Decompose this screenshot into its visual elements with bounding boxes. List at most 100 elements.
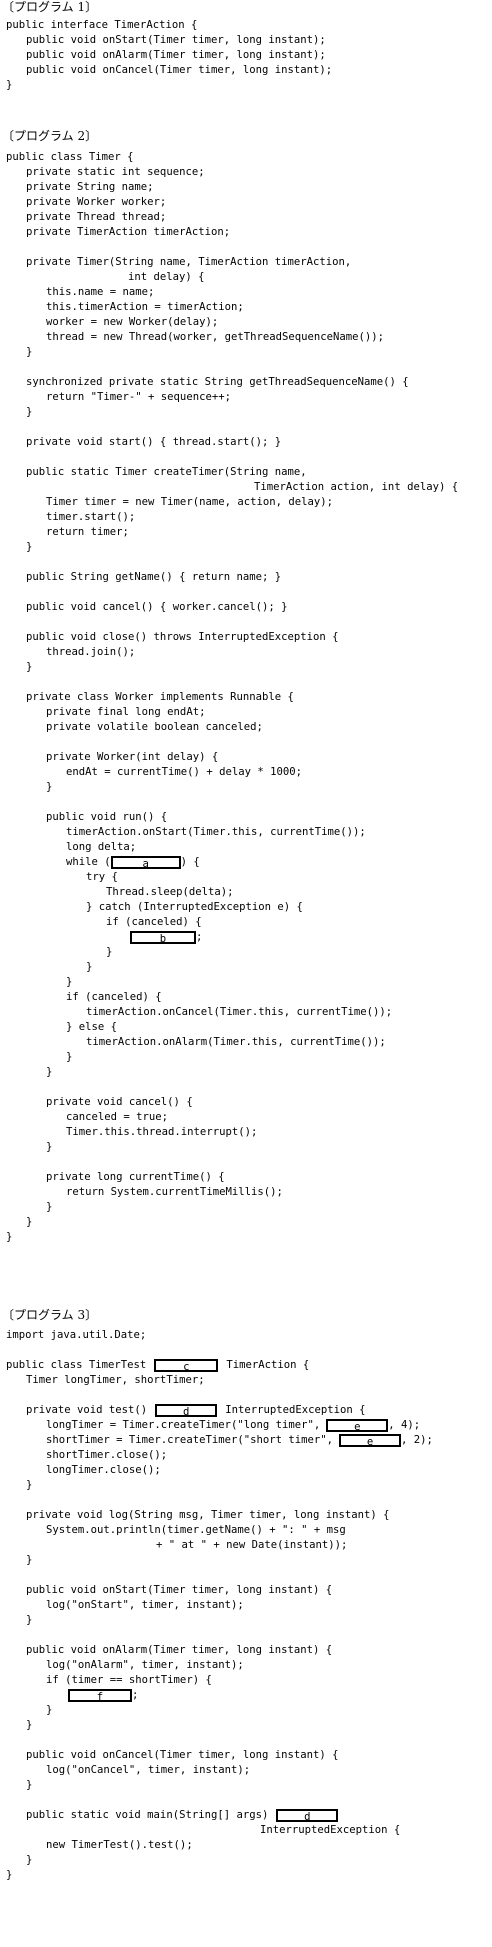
- code-line: }: [26, 1854, 33, 1866]
- code-line: Timer timer = new Timer(name, action, de…: [46, 496, 334, 508]
- code-line: thread.join();: [46, 646, 136, 658]
- code-line: private void log(String msg, Timer timer…: [26, 1509, 390, 1521]
- code-text: , 4);: [388, 1419, 421, 1431]
- code-line: }: [6, 79, 13, 91]
- code-line: if (canceled) {: [106, 916, 202, 928]
- code-line: TimerAction action, int delay) {: [254, 481, 459, 493]
- code-line: }: [26, 1719, 33, 1731]
- code-line: private Worker(int delay) {: [46, 751, 219, 763]
- code-line: }: [6, 1869, 13, 1881]
- code-line: shortTimer.close();: [46, 1449, 168, 1461]
- code-text: public class TimerTest: [6, 1359, 147, 1371]
- code-line: private TimerAction timerAction;: [26, 226, 231, 238]
- code-line: public class Timer {: [6, 151, 134, 163]
- code-line: shortTimer = Timer.createTimer("short ti…: [46, 1433, 433, 1448]
- code-line: return System.currentTimeMillis();: [66, 1186, 283, 1198]
- code-line: public void cancel() { worker.cancel(); …: [26, 601, 288, 613]
- code-line: }: [46, 1201, 53, 1213]
- code-line: }: [46, 1066, 53, 1078]
- code-line: public void onStart(Timer timer, long in…: [26, 1584, 333, 1596]
- code-line: log("onStart", timer, instant);: [46, 1599, 244, 1611]
- code-line: timerAction.onStart(Timer.this, currentT…: [66, 826, 366, 838]
- code-line: timerAction.onAlarm(Timer.this, currentT…: [86, 1036, 386, 1048]
- code-line: int delay) {: [128, 271, 205, 283]
- code-line: }: [106, 946, 113, 958]
- code-line: }: [66, 1051, 73, 1063]
- code-line: log("onAlarm", timer, instant);: [46, 1659, 244, 1671]
- code-line: }: [6, 1231, 13, 1243]
- code-line: }: [86, 961, 93, 973]
- code-line: public void onCancel(Timer timer, long i…: [26, 64, 333, 76]
- code-line: private void test() d InterruptedException…: [26, 1403, 366, 1418]
- code-line: this.timerAction = timerAction;: [46, 301, 244, 313]
- code-line: canceled = true;: [66, 1111, 169, 1123]
- code-text: ) {: [180, 856, 200, 868]
- code-line: } else {: [66, 1021, 118, 1033]
- code-line: public String getName() { return name; }: [26, 571, 282, 583]
- program-1-heading: 〔プログラム 1〕: [2, 0, 98, 14]
- code-line: } catch (InterruptedException e) {: [86, 901, 303, 913]
- code-line: timer.start();: [46, 511, 136, 523]
- code-line: this.name = name;: [46, 286, 155, 298]
- code-line: }: [26, 1554, 33, 1566]
- code-text: , 2);: [401, 1434, 433, 1446]
- code-line: private class Worker implements Runnable…: [26, 691, 294, 703]
- code-line: private volatile boolean canceled;: [46, 721, 263, 733]
- code-line: public static void main(String[] args) d: [26, 1808, 339, 1823]
- program-2-heading: 〔プログラム 2〕: [2, 129, 98, 143]
- code-line: f;: [68, 1688, 138, 1703]
- code-line: }: [46, 1141, 53, 1153]
- code-line: }: [26, 346, 33, 358]
- code-line: public void onAlarm(Timer timer, long in…: [26, 49, 326, 61]
- code-line: try {: [86, 871, 118, 883]
- blank-b-box: b: [130, 931, 196, 945]
- code-line: }: [26, 1479, 33, 1491]
- code-text: longTimer = Timer.createTimer("long time…: [46, 1419, 321, 1431]
- code-line: longTimer.close();: [46, 1464, 161, 1476]
- code-line: public void onStart(Timer timer, long in…: [26, 34, 326, 46]
- code-line: Timer longTimer, shortTimer;: [26, 1374, 205, 1386]
- code-line: synchronized private static String getTh…: [26, 376, 409, 388]
- code-text: InterruptedException {: [225, 1404, 366, 1416]
- blank-d-box: d: [155, 1404, 218, 1418]
- code-line: new TimerTest().test();: [46, 1839, 193, 1851]
- code-text: public static void main(String[] args): [26, 1809, 269, 1821]
- code-line: if (canceled) {: [66, 991, 162, 1003]
- code-line: timerAction.onCancel(Timer.this, current…: [86, 1006, 393, 1018]
- blank-f-box: f: [68, 1689, 132, 1703]
- code-text: ;: [132, 1689, 139, 1701]
- code-text: shortTimer = Timer.createTimer("short ti…: [46, 1434, 334, 1446]
- code-line: }: [26, 406, 33, 418]
- code-line: Thread.sleep(delta);: [106, 886, 234, 898]
- code-line: public interface TimerAction {: [6, 19, 198, 31]
- code-line: }: [26, 1614, 33, 1626]
- blank-a-box: a: [110, 856, 181, 870]
- blank-d-box: d: [276, 1809, 339, 1823]
- code-line: }: [46, 1704, 53, 1716]
- code-line: }: [46, 781, 53, 793]
- code-line: private String name;: [26, 181, 154, 193]
- code-line: public void onAlarm(Timer timer, long in…: [26, 1644, 333, 1656]
- code-line: private long currentTime() {: [46, 1171, 225, 1183]
- code-line: }: [26, 1216, 33, 1228]
- code-line: endAt = currentTime() + delay * 1000;: [66, 766, 302, 778]
- code-text: private void test(): [26, 1404, 148, 1416]
- code-line: InterruptedException {: [260, 1824, 401, 1836]
- code-line: Timer.this.thread.interrupt();: [66, 1126, 258, 1138]
- code-line: public static Timer createTimer(String n…: [26, 466, 307, 478]
- blank-e-box: e: [339, 1434, 402, 1448]
- code-line: private void cancel() {: [46, 1096, 193, 1108]
- code-line: return timer;: [46, 526, 129, 538]
- code-line: }: [26, 661, 33, 673]
- code-text: while (: [66, 856, 111, 868]
- code-line: public void onCancel(Timer timer, long i…: [26, 1749, 339, 1761]
- code-line: }: [26, 1779, 33, 1791]
- code-line: import java.util.Date;: [6, 1329, 147, 1341]
- code-line: private static int sequence;: [26, 166, 205, 178]
- code-line: }: [26, 541, 33, 553]
- code-line: public void run() {: [46, 811, 168, 823]
- blank-e-box: e: [326, 1419, 389, 1433]
- program-3-heading: 〔プログラム 3〕: [2, 1308, 98, 1322]
